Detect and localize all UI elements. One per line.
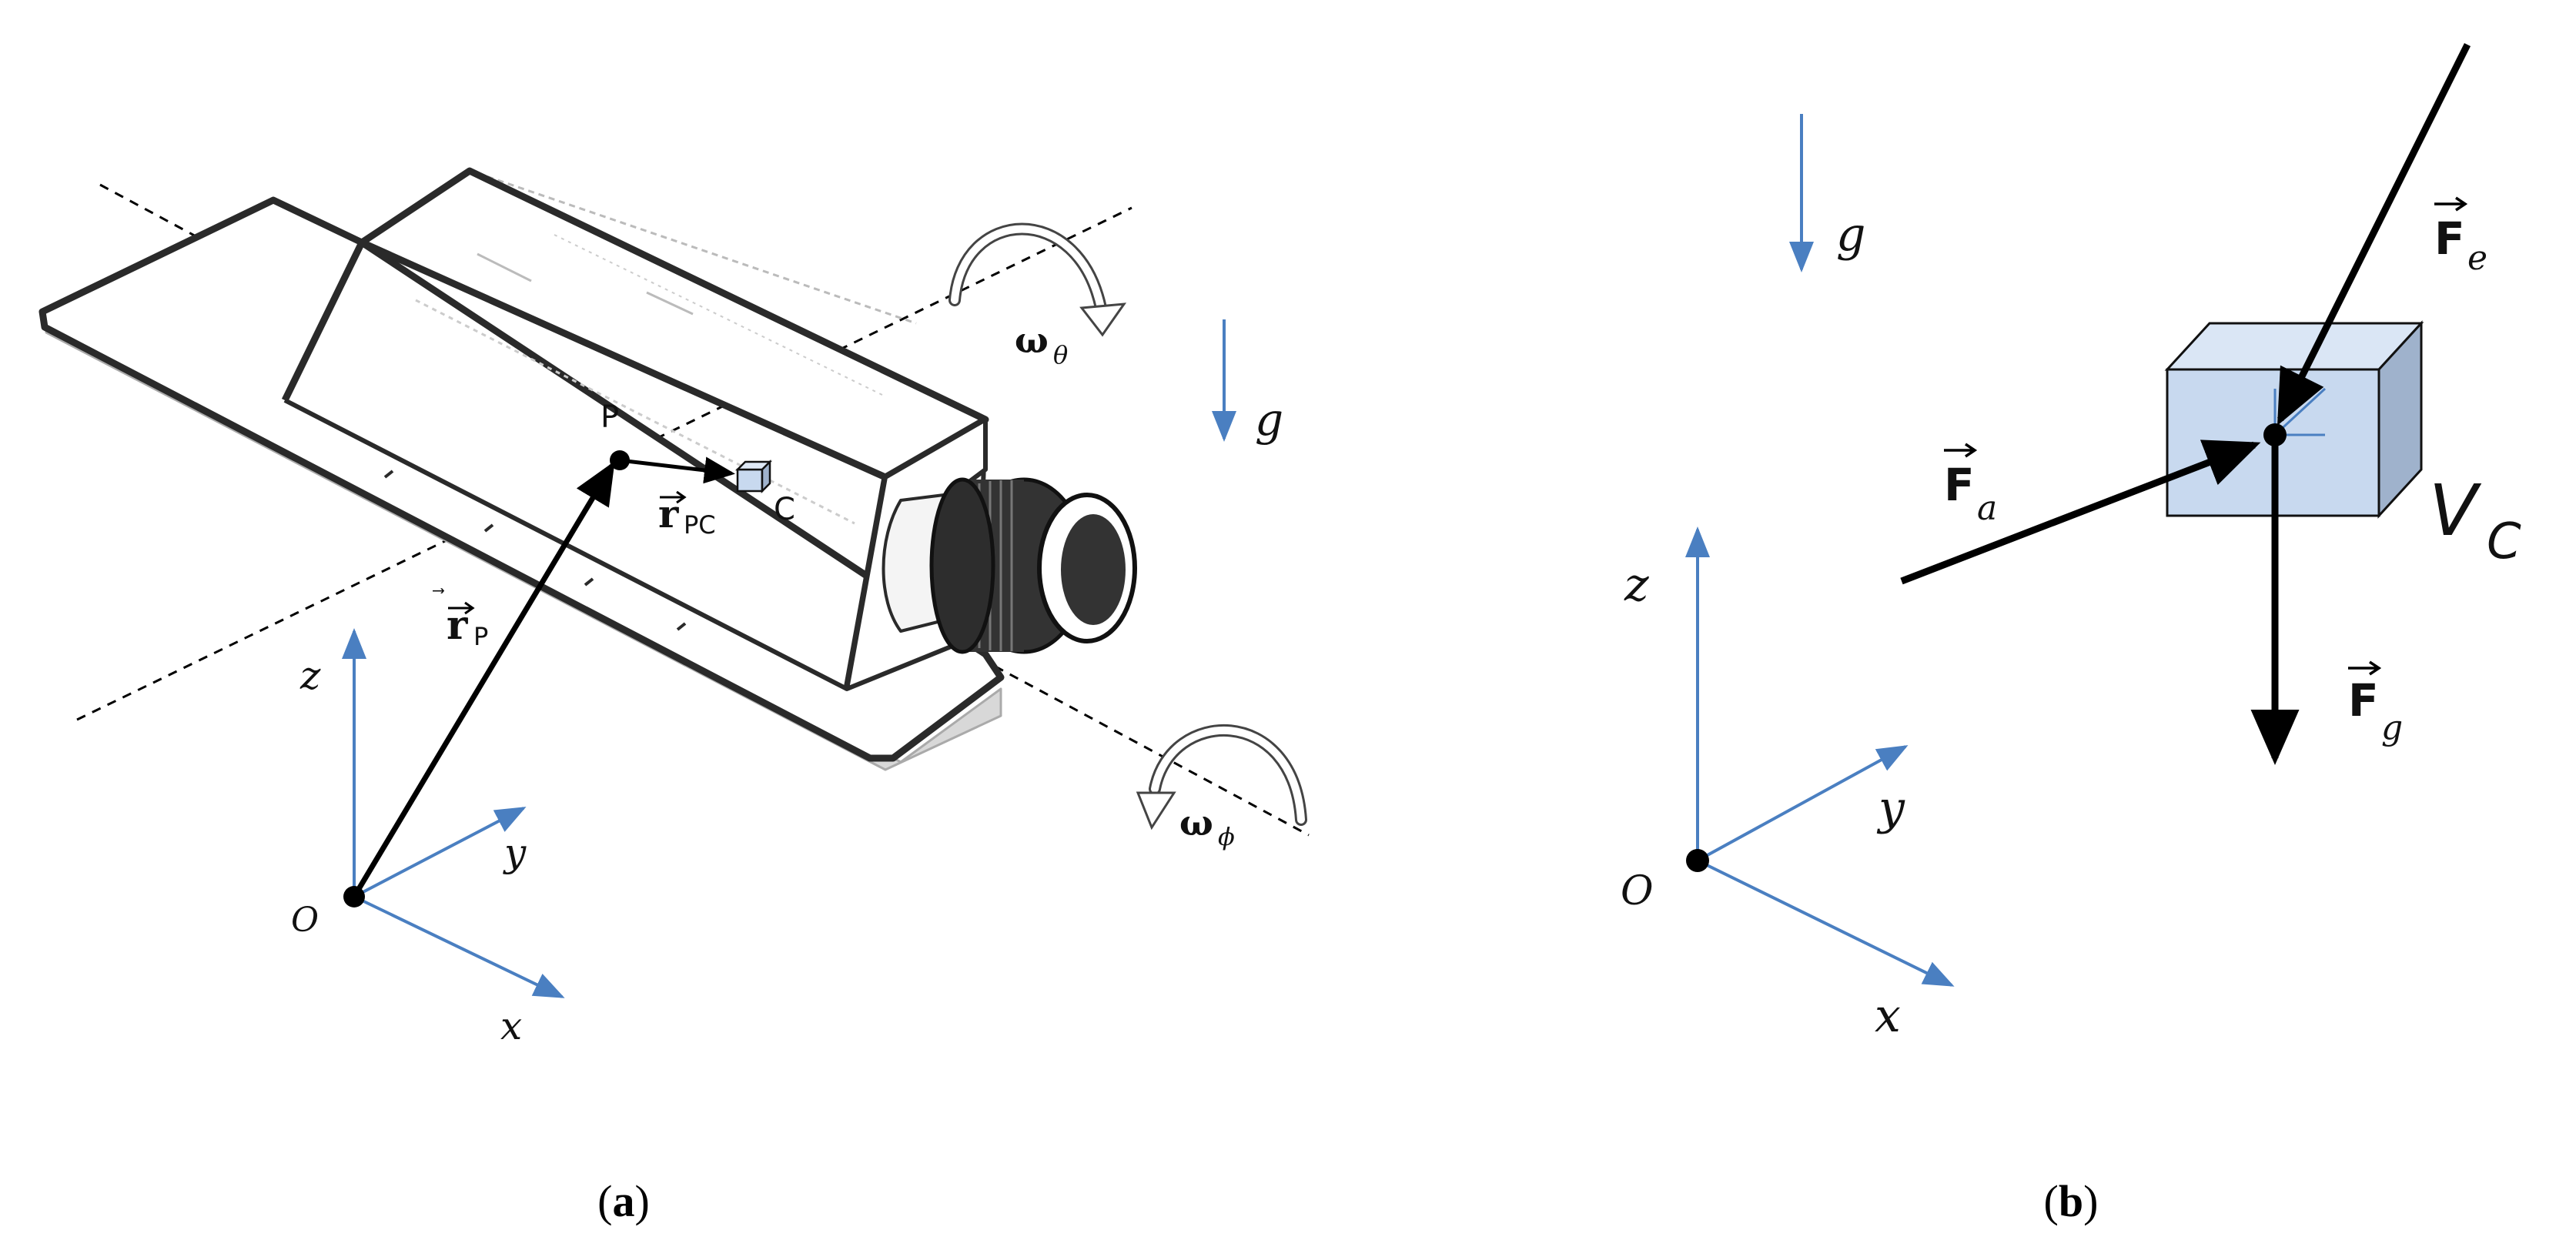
axis-x-label-b: x <box>1875 989 1901 1043</box>
gravity-label: g <box>1255 393 1283 446</box>
axis-x-label: x <box>500 1004 522 1048</box>
origin-point <box>343 886 365 907</box>
vector-rp-arrowmark: ⃗ <box>433 588 445 594</box>
flask-illustration <box>38 167 1005 771</box>
axis-z-label: z <box>299 653 321 698</box>
vector-rp-label: r <box>447 602 468 649</box>
gravity-label-b: g <box>1836 208 1865 262</box>
axes-b <box>1685 526 1955 987</box>
force-e-overarrow <box>2434 196 2468 212</box>
force-g-subscript: g <box>2381 708 2403 747</box>
centroid-point <box>2263 423 2287 446</box>
omega-theta-subscript: θ <box>1053 340 1068 369</box>
dashed-axis-theta <box>76 206 1132 721</box>
rotation-arrow-theta <box>948 222 1127 337</box>
force-e-subscript: e <box>2467 239 2487 278</box>
rotation-arrow-phi <box>1136 724 1307 831</box>
origin-point-b <box>1686 849 1709 872</box>
point-p-label: P <box>601 399 619 435</box>
volume-label: V <box>2429 470 2482 552</box>
axes-a <box>342 628 565 998</box>
vector-rp-subscript: P <box>473 622 488 651</box>
volume-subscript: C <box>2487 513 2521 570</box>
omega-phi-label: ω <box>1179 802 1213 844</box>
force-g-label: F <box>2348 674 2379 727</box>
force-a-label: F <box>1944 459 1975 511</box>
axis-y-arrow-b <box>1697 745 1909 862</box>
omega-theta-label: ω <box>1015 319 1049 361</box>
origin-label: O <box>291 901 319 940</box>
force-e-arrow <box>2277 42 2471 426</box>
vector-rpc-label: r <box>658 491 679 536</box>
omega-phi-subscript: ϕ <box>1218 822 1235 851</box>
flask-cap <box>929 477 1137 654</box>
axis-x-arrow-b <box>1697 859 1955 987</box>
axis-x-arrow <box>353 895 565 998</box>
vector-rpc-arrow <box>619 456 735 484</box>
vector-rp-arrow <box>351 460 615 898</box>
axis-z-label-b: z <box>1624 558 1649 612</box>
axis-y-label-b: y <box>1876 781 1905 835</box>
vector-rpc-overarrow <box>660 490 687 504</box>
origin-label-b: O <box>1621 868 1654 914</box>
panel-b: g V C F e F a F g <box>1621 42 2521 1226</box>
vector-rpc-subscript: PC <box>684 510 716 540</box>
caption-a: (a) <box>597 1176 650 1226</box>
axis-y-arrow <box>353 807 527 898</box>
point-c-label: C <box>774 492 795 527</box>
force-a-arrow <box>1900 440 2261 585</box>
panel-a: ω θ ω ϕ g z y x O P r ⃗ P <box>38 167 1310 1226</box>
force-a-overarrow <box>1944 443 1978 458</box>
vector-rp-overarrow <box>448 601 475 615</box>
force-g-overarrow <box>2348 660 2382 676</box>
force-a-subscript: a <box>1977 489 1997 528</box>
control-volume-cube <box>2164 320 2424 519</box>
axis-y-label: y <box>503 831 527 875</box>
small-cube-c <box>734 459 773 494</box>
force-e-label: F <box>2434 212 2465 265</box>
caption-b: (b) <box>2044 1176 2099 1226</box>
